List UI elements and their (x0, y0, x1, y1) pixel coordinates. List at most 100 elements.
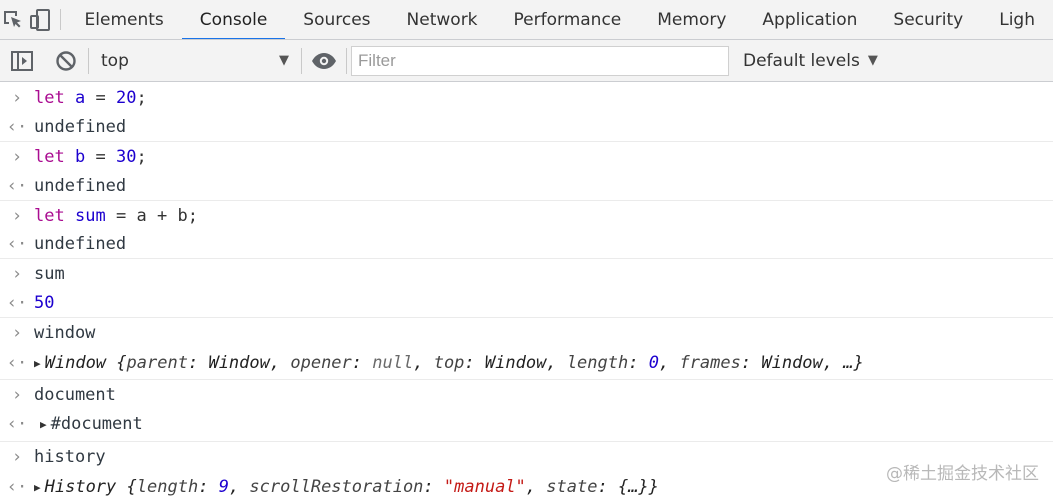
tab-sources[interactable]: Sources (303, 9, 371, 30)
sidebar-toggle-icon (11, 50, 33, 71)
code-operator: = (95, 147, 106, 167)
tab-network[interactable]: Network (406, 9, 478, 30)
console-result-row: ‹· ▶ History {length: 9, scrollRestorati… (0, 472, 1053, 500)
object-preview[interactable]: History {length: 9, scrollRestoration: "… (44, 477, 659, 497)
code-operator: + (156, 206, 168, 226)
document-node[interactable]: #document (50, 414, 143, 434)
result-prompt-icon: ‹· (6, 176, 28, 196)
code-identifier: history (34, 447, 106, 467)
console-input-row: › sum (0, 258, 1053, 289)
input-prompt-icon: › (11, 447, 23, 467)
code-keyword: let (34, 147, 65, 167)
code-variable: sum (74, 206, 106, 226)
clear-console-icon (56, 50, 76, 71)
live-expression-button[interactable] (302, 40, 346, 82)
execution-context-select[interactable]: top ▼ (89, 40, 301, 82)
console-result-row: ‹· undefined (0, 112, 1053, 142)
console-input-row: › history (0, 441, 1053, 472)
expand-triangle-icon[interactable]: ▶ (40, 417, 47, 431)
code-identifier: b (177, 206, 188, 226)
code-identifier: document (34, 385, 116, 405)
watermark: @稀土掘金技术社区 (886, 464, 1039, 484)
tab-security[interactable]: Security (893, 9, 964, 30)
object-key: state (546, 477, 598, 497)
tab-console[interactable]: Console (181, 0, 286, 39)
result-prompt-icon: ‹· (6, 353, 28, 373)
object-brace: …} (843, 353, 864, 373)
object-key: scrollRestoration (249, 477, 424, 497)
tab-memory[interactable]: Memory (657, 9, 727, 30)
object-key: parent (126, 353, 188, 373)
code-identifier: sum (34, 264, 65, 284)
devtools-tab-bar: Elements Console Sources Network Perform… (0, 0, 1053, 40)
console-result-row: ‹· ▶ Window {parent: Window, opener: nul… (0, 348, 1053, 378)
object-key: top (433, 353, 465, 373)
inspect-element-icon[interactable] (0, 0, 27, 39)
console-input-row: › let b = 30; (0, 141, 1053, 172)
tab-performance[interactable]: Performance (513, 9, 622, 30)
object-value: "manual" (443, 477, 526, 497)
console-toolbar: top ▼ Default levels ▼ (0, 40, 1053, 82)
result-prompt-icon: ‹· (6, 117, 28, 137)
code-semicolon: ; (187, 206, 198, 226)
tab-bar-separator (59, 9, 61, 30)
object-key: frames (679, 353, 741, 373)
object-brace: } (648, 477, 659, 497)
console-input-row: › let sum = a + b; (0, 200, 1053, 231)
toolbar-separator (301, 47, 302, 74)
result-prompt-icon: ‹· (6, 234, 28, 254)
result-value: undefined (34, 234, 127, 254)
code-variable: b (74, 147, 86, 167)
object-brace: { (126, 477, 137, 497)
object-value: {…} (617, 477, 649, 497)
tab-lighthouse[interactable]: Ligh (999, 9, 1035, 30)
dropdown-caret-icon: ▼ (279, 53, 289, 68)
object-value: 0 (648, 353, 659, 373)
result-value: undefined (34, 117, 127, 137)
code-number: 20 (115, 88, 137, 108)
eye-icon (312, 52, 336, 69)
expand-triangle-icon[interactable]: ▶ (34, 356, 41, 370)
expand-triangle-icon[interactable]: ▶ (34, 480, 41, 494)
object-key: length (136, 477, 199, 497)
result-prompt-icon: ‹· (6, 414, 28, 434)
code-variable: a (74, 88, 86, 108)
result-prompt-icon: ‹· (6, 293, 28, 313)
result-value: 50 (34, 293, 55, 313)
clear-console-button[interactable] (44, 40, 88, 82)
code-identifier: window (34, 323, 96, 343)
device-toolbar-icon[interactable] (27, 0, 54, 39)
console-result-row: ‹· undefined (0, 171, 1053, 201)
result-value: undefined (34, 176, 127, 196)
tab-elements[interactable]: Elements (84, 9, 164, 30)
object-type: Window (44, 353, 107, 373)
object-type: History (44, 477, 117, 497)
input-prompt-icon: › (11, 88, 23, 108)
object-value: 9 (218, 477, 229, 497)
input-prompt-icon: › (11, 264, 23, 284)
result-prompt-icon: ‹· (6, 477, 28, 497)
object-value: Window (208, 353, 270, 373)
object-value: Window (484, 353, 547, 373)
object-brace: { (116, 353, 127, 373)
object-value: Window (761, 353, 823, 373)
dropdown-caret-icon: ▼ (867, 53, 878, 68)
input-prompt-icon: › (11, 323, 23, 343)
code-operator: = (95, 88, 106, 108)
log-levels-dropdown[interactable]: Default levels ▼ (743, 51, 878, 71)
show-sidebar-button[interactable] (0, 40, 44, 82)
console-input-row: › window (0, 317, 1053, 348)
code-semicolon: ; (136, 88, 147, 108)
object-key: opener (290, 353, 352, 373)
toolbar-separator (88, 47, 89, 74)
object-value: null (372, 353, 414, 373)
console-messages[interactable]: › let a = 20; ‹· undefined › let b = 30;… (0, 82, 1053, 500)
execution-context-value: top (101, 50, 129, 71)
tab-application[interactable]: Application (762, 9, 858, 30)
object-preview[interactable]: Window {parent: Window, opener: null, to… (44, 353, 864, 373)
console-result-row: ‹· 50 (0, 288, 1053, 318)
object-key: length (566, 353, 629, 373)
code-operator: = (115, 206, 127, 226)
input-prompt-icon: › (11, 385, 23, 405)
filter-input[interactable] (351, 45, 729, 76)
